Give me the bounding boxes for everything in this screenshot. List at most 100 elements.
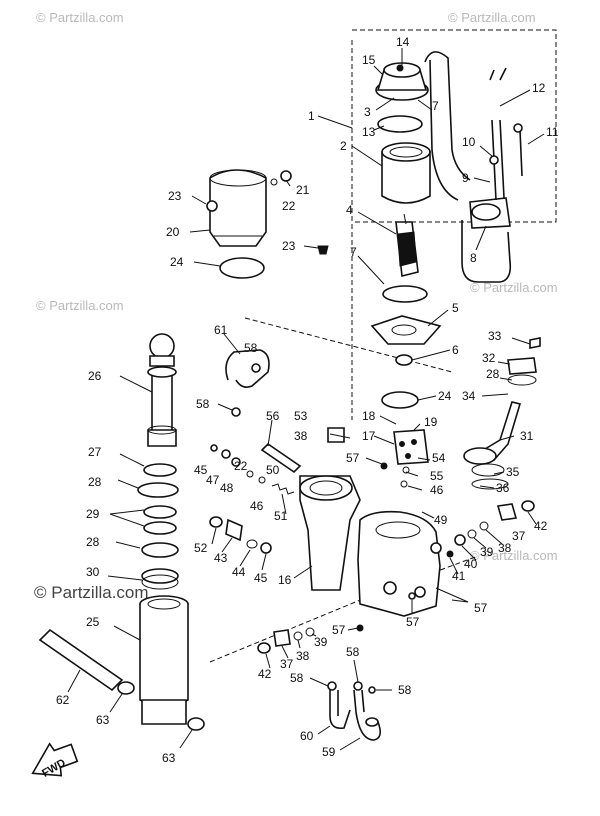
callout-59: 59	[322, 745, 336, 759]
washer-22	[270, 178, 278, 186]
callout-38-right: 38	[498, 541, 512, 555]
callout-7-lower: 7	[350, 245, 357, 259]
watermark-mid-right: © Partzilla.com	[470, 280, 558, 295]
bolt-23	[317, 245, 329, 255]
motor-assembly-boundary	[352, 29, 557, 223]
tilt-ram-upper	[147, 333, 177, 447]
callout-57-mid: 57	[332, 623, 346, 637]
callout-12: 12	[532, 81, 546, 95]
callout-44: 44	[232, 565, 246, 579]
callout-28: 28	[486, 367, 500, 381]
callout-58-lower: 58	[290, 671, 304, 685]
ring-46-right	[400, 480, 408, 488]
callout-40: 40	[464, 557, 478, 571]
ball-40	[454, 534, 466, 546]
callout-2: 2	[340, 139, 347, 153]
callout-32: 32	[482, 351, 496, 365]
ring-28-upper	[137, 482, 179, 498]
callout-54: 54	[432, 451, 446, 465]
callout-38-lower: 38	[296, 649, 310, 663]
callout-24-lower: 24	[438, 389, 452, 403]
callout-10: 10	[462, 135, 476, 149]
motor-end-housing	[370, 315, 442, 366]
callout-31: 31	[520, 429, 534, 443]
screw-11	[519, 129, 523, 177]
callout-25: 25	[86, 615, 100, 629]
watermark-mid-left: © Partzilla.com	[36, 298, 124, 313]
callout-46: 46	[250, 499, 264, 513]
ring-30	[141, 568, 179, 590]
seal-48	[231, 457, 241, 467]
callout-60: 60	[300, 729, 314, 743]
motor-lead-wire	[424, 51, 471, 201]
armature	[395, 213, 419, 277]
callout-61: 61	[214, 323, 228, 337]
callout-22: 22	[282, 199, 296, 213]
bushing-63-a	[117, 681, 135, 695]
o-ring-13	[377, 115, 423, 133]
callout-47: 47	[206, 473, 220, 487]
watermark-top-left: © Partzilla.com	[36, 10, 124, 25]
callout-29: 29	[86, 507, 100, 521]
callout-58-right: 58	[398, 683, 412, 697]
callout-4: 4	[346, 203, 353, 217]
ring-28-lower	[141, 542, 179, 558]
brush-holder	[469, 67, 511, 229]
screw-head-11	[513, 123, 523, 133]
callout-63-lower: 63	[162, 751, 176, 765]
callout-28-mid: 28	[88, 475, 102, 489]
motor-yoke	[381, 142, 431, 204]
callout-57-right: 57	[474, 601, 488, 615]
wire-loop	[461, 220, 512, 283]
callout-51: 51	[274, 509, 288, 523]
lower-guide-line	[209, 555, 479, 663]
callout-13: 13	[362, 125, 376, 139]
fitting-58-lower-right	[368, 686, 376, 694]
callout-55: 55	[430, 469, 444, 483]
ring-39-lower	[305, 627, 315, 637]
o-ring-7	[382, 285, 428, 303]
assembly-guide-line	[244, 317, 453, 373]
callout-11: 11	[546, 125, 559, 139]
callout-23-lower: 23	[282, 239, 296, 253]
callout-57-lower: 57	[406, 615, 420, 629]
callout-56: 56	[266, 409, 280, 423]
tilt-cylinder	[139, 595, 189, 725]
pin-62	[38, 628, 124, 692]
callout-14: 14	[396, 35, 410, 49]
callout-24: 24	[170, 255, 184, 269]
rod-56	[260, 442, 302, 474]
hose-59	[353, 681, 382, 741]
valve-37	[496, 503, 518, 521]
callout-17: 17	[362, 429, 376, 443]
callout-37: 37	[512, 529, 526, 543]
plug-42	[521, 500, 535, 512]
seal-38	[479, 521, 489, 531]
spring-51	[271, 483, 295, 495]
callout-45-lower: 45	[254, 571, 268, 585]
seal-38-lower	[293, 631, 303, 641]
seal-55	[402, 466, 410, 474]
ring-39	[467, 529, 477, 539]
callout-33: 33	[488, 329, 502, 343]
callout-21: 21	[296, 183, 310, 197]
callout-37-lower: 37	[280, 657, 294, 671]
valve-block	[393, 429, 429, 465]
callout-16: 16	[278, 573, 292, 587]
callout-35: 35	[506, 465, 520, 479]
reservoir-tube	[463, 401, 522, 490]
callout-18: 18	[362, 409, 376, 423]
callout-23: 23	[168, 189, 182, 203]
callout-1: 1	[308, 109, 315, 123]
callout-36: 36	[496, 481, 510, 495]
motor-end-cap	[375, 62, 429, 101]
ball-45	[210, 444, 218, 452]
callout-43: 43	[214, 551, 228, 565]
plug-42-lower	[257, 642, 271, 654]
watermark-top-right: © Partzilla.com	[448, 10, 536, 25]
pump-body	[299, 475, 442, 617]
callout-7: 7	[432, 99, 439, 113]
ring-46	[258, 476, 266, 484]
callout-6: 6	[452, 343, 459, 357]
